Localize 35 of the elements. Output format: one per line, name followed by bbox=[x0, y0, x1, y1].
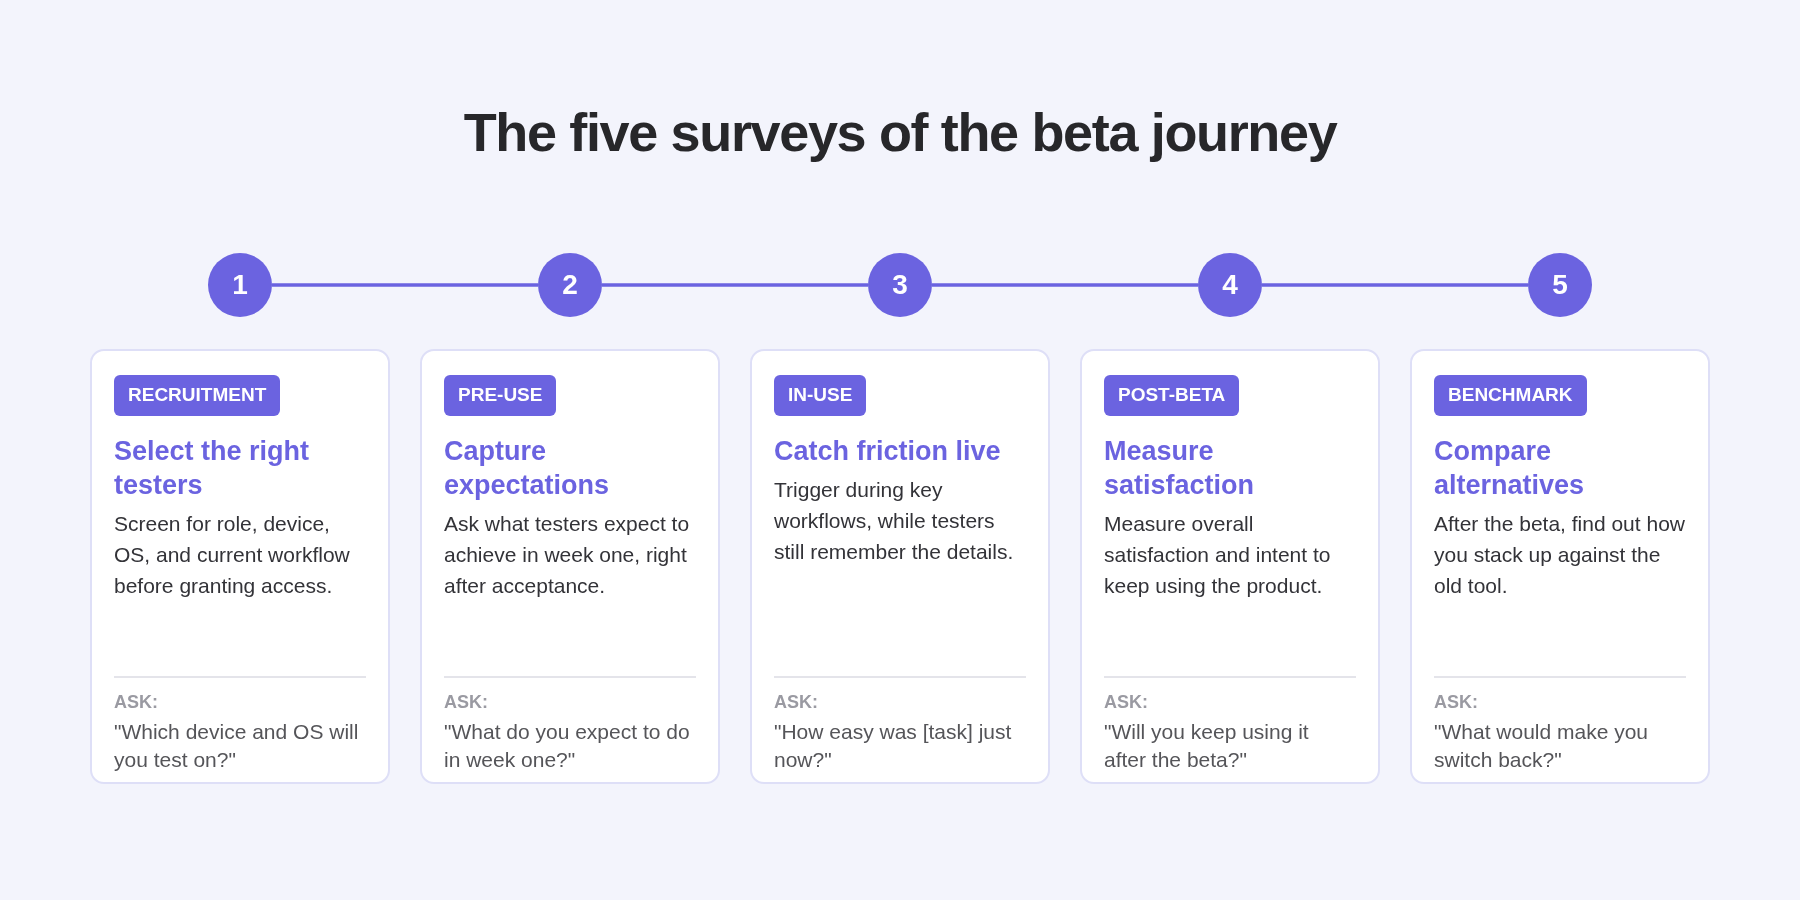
ask-label: ASK: bbox=[1434, 691, 1479, 714]
connector-line bbox=[272, 283, 538, 287]
connector-line bbox=[932, 283, 1198, 287]
title: The five surveys of the beta journey bbox=[462, 101, 1339, 164]
survey-card bbox=[750, 349, 1050, 784]
card-heading: Capture expectations bbox=[444, 434, 611, 502]
survey-card bbox=[1410, 349, 1710, 784]
sample-question: "Will you keep using it after the beta?" bbox=[1104, 719, 1310, 773]
connector-line bbox=[1262, 283, 1528, 287]
ask-label: ASK: bbox=[444, 691, 489, 714]
survey-card bbox=[1080, 349, 1380, 784]
survey-card bbox=[420, 349, 720, 784]
card-description: After the beta, find out how you stack up against the old tool. bbox=[1434, 510, 1686, 599]
sample-question: "What would make you switch back?" bbox=[1434, 719, 1650, 773]
card-description: Measure overall satisfaction and intent to keep using the product. bbox=[1104, 510, 1332, 599]
ask-label: ASK: bbox=[1104, 691, 1149, 714]
card-heading: Catch friction live bbox=[774, 434, 1002, 468]
stage-tag: RECRUITMENT bbox=[114, 375, 281, 416]
connector-line bbox=[602, 283, 868, 287]
card-heading: Select the right testers bbox=[114, 434, 311, 502]
sample-question: "Which device and OS will you test on?" bbox=[114, 719, 360, 773]
card-description: Screen for role, device, OS, and current workflow before granting access. bbox=[114, 510, 351, 599]
ask-label: ASK: bbox=[114, 691, 159, 714]
stage-tag: POST-BETA bbox=[1104, 375, 1240, 416]
stage-tag: IN-USE bbox=[774, 375, 867, 416]
ask-label: ASK: bbox=[774, 691, 819, 714]
sample-question: "What do you expect to do in week one?" bbox=[444, 719, 691, 773]
card-description: Ask what testers expect to achieve in week one, right after acceptance. bbox=[444, 510, 691, 599]
survey-card bbox=[90, 349, 390, 784]
sample-question: "How easy was [task] just now?" bbox=[774, 719, 1013, 773]
card-heading: Compare alternatives bbox=[1434, 434, 1586, 502]
stage-tag: PRE-USE bbox=[444, 375, 557, 416]
card-heading: Measure satisfaction bbox=[1104, 434, 1256, 502]
card-description: Trigger during key workflows, while testers still remember the details. bbox=[774, 476, 1015, 565]
stage-tag: BENCHMARK bbox=[1434, 375, 1587, 416]
